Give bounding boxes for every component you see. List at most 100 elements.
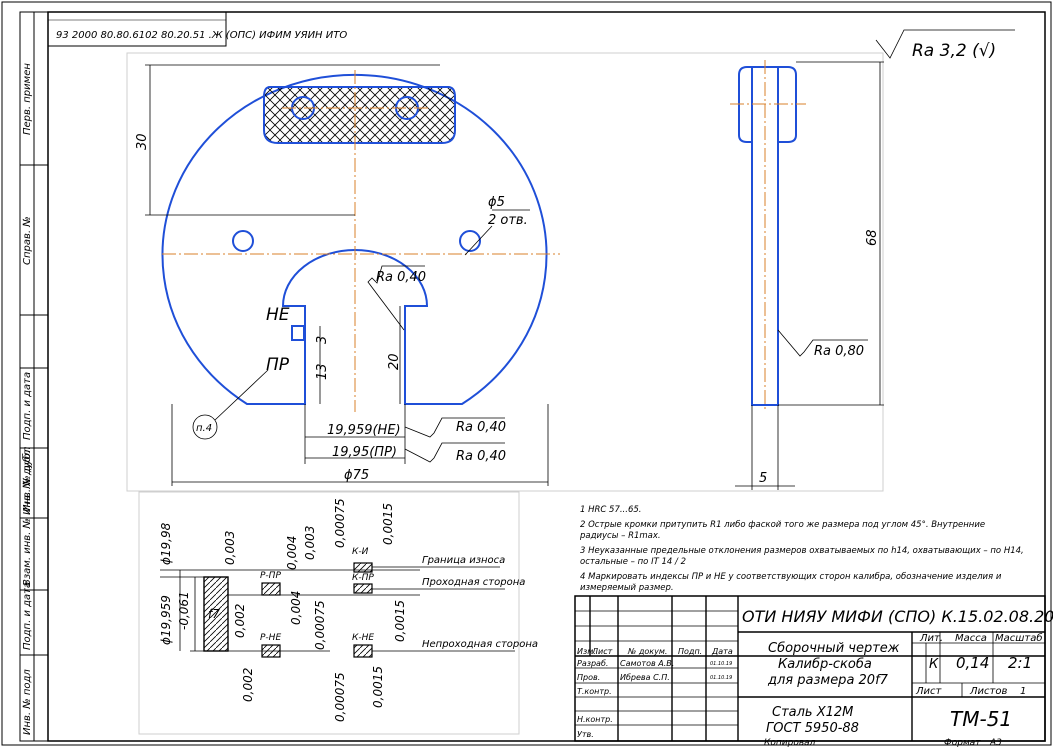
razrab-date: 01.10.19 xyxy=(710,661,732,667)
format-label: Формат xyxy=(944,738,981,747)
caption-neprohodnaya: Непроходная сторона xyxy=(422,639,538,650)
lit-header: Лит. xyxy=(919,633,943,644)
note-line: остальные – по IT 14 / 2 xyxy=(580,557,686,567)
ra-080: Ra 0,80 xyxy=(814,344,864,359)
margin-podp-data-top: Подп. и дата xyxy=(22,372,33,440)
mass-value: 0,14 xyxy=(956,654,989,672)
dim-30: 30 xyxy=(135,133,150,150)
row-tkontr: Т.контр. xyxy=(577,687,612,696)
sheets-header: Листов xyxy=(969,686,1007,697)
dim-75: ϕ75 xyxy=(344,468,369,483)
note-line: 2 Острые кромки притупить R1 либо фаской… xyxy=(580,520,985,530)
ra-040-inner: Ra 0,40 xyxy=(376,270,426,285)
side-view: 68 Ra 0,80 5 xyxy=(730,60,884,490)
dia-19959: ϕ19,959 xyxy=(159,595,173,645)
prov-date: 01.10.19 xyxy=(710,675,732,681)
title-line-1: Сборочный чертеж xyxy=(768,641,900,656)
tolerance-diagram: f7 ϕ19,98 ϕ19,959 -0,061 Р-ПР Р-НЕ К-И К… xyxy=(138,491,538,735)
v-0003-b: 0,003 xyxy=(303,526,317,560)
top-stamp-text: 93 2000 80.80.6102 80.20.51 .Ж (ОПС) ИФИ… xyxy=(56,30,347,41)
gauge-outline xyxy=(161,73,548,405)
note-line: 4 Маркировать индексы ПР и НЕ у соответс… xyxy=(580,572,1002,582)
lit-value: К xyxy=(929,657,939,672)
format-value: А3 xyxy=(989,738,1002,747)
k-ne-label: К-НЕ xyxy=(352,633,374,643)
general-roughness: Ra 3,2 (√) xyxy=(875,29,1015,61)
roughness-general-text: Ra 3,2 (√) xyxy=(912,41,996,61)
v-0015-mid: 0,0015 xyxy=(393,600,407,642)
org-code: ТМ-51 xyxy=(950,707,1012,731)
row-razrab: Разраб. xyxy=(577,659,608,668)
hole-right xyxy=(459,230,481,252)
note-line: 3 Неуказанные предельные отклонения разм… xyxy=(580,546,1024,556)
dim-68: 68 xyxy=(865,229,880,246)
margin-inv-dubl: Инв. № дубл xyxy=(21,446,33,512)
dim-3: 3 xyxy=(315,336,330,344)
ra-040-a: Ra 0,40 xyxy=(456,420,506,435)
col-izm: Изм. xyxy=(577,647,596,656)
dim-20: 20 xyxy=(387,353,402,370)
dia-1998: ϕ19,98 xyxy=(159,522,173,565)
col-doc: № докум. xyxy=(627,647,667,656)
dim-5: 5 xyxy=(759,471,767,486)
top-stamp: 93 2000 80.80.6102 80.20.51 .Ж (ОПС) ИФИ… xyxy=(47,11,347,47)
row-prov: Пров. xyxy=(577,673,600,682)
margin-vzam-inv: Взам. инв. № Инв. № дубл xyxy=(21,449,33,586)
col-list: Лист xyxy=(591,647,613,656)
k-i-label: К-И xyxy=(352,547,369,557)
handle-hatched xyxy=(263,86,456,144)
left-margin-column: Перв. примен Справ. № Подп. и дата Инв. … xyxy=(19,11,49,742)
hole-diameter: ϕ5 xyxy=(488,195,505,210)
margin-inv-podl: Инв. № подл xyxy=(22,669,33,735)
scale-header: Масштаб xyxy=(995,632,1043,644)
mass-header: Масса xyxy=(955,633,987,644)
title-block: ОТИ НИЯУ МИФИ (СПО) К.15.02.08.2019.08.0… xyxy=(574,595,1053,742)
row-nkontr: Н.контр. xyxy=(577,715,613,724)
v-0015-low: 0,0015 xyxy=(371,666,385,708)
view-frame xyxy=(126,52,884,492)
razrab-name: Самотов А.В. xyxy=(620,659,674,668)
label-pr: ПР xyxy=(266,355,290,375)
material-line-2: ГОСТ 5950-88 xyxy=(766,721,859,736)
r-pr-label: Р-ПР xyxy=(260,571,281,581)
title-line-3: для размера 20f7 xyxy=(767,673,889,688)
dim-pr: 19,95(ПР) xyxy=(332,445,397,460)
col-podp: Подп. xyxy=(678,647,702,656)
caption-granitsa: Граница износа xyxy=(422,555,505,566)
material-line-1: Сталь Х12М xyxy=(772,705,853,720)
v-0004-mid: 0,004 xyxy=(289,591,303,625)
sheet-header: Лист xyxy=(915,686,943,697)
v-0004-top: 0,004 xyxy=(285,536,299,570)
note-line: измеряемый размер. xyxy=(580,583,674,593)
v-00075-mid: 0,00075 xyxy=(313,600,327,650)
technical-notes: 1 HRC 57...65.2 Острые кромки притупить … xyxy=(579,505,1024,593)
dim-13: 13 xyxy=(315,363,330,380)
k-pr-label: К-ПР xyxy=(352,573,374,583)
caption-prohodnaya: Проходная сторона xyxy=(422,577,525,588)
hole-left xyxy=(232,230,254,252)
row-utv: Утв. xyxy=(577,730,594,739)
margin-sprav-no: Справ. № xyxy=(22,216,33,265)
dev-0061: -0,061 xyxy=(177,591,191,630)
v-0015-top: 0,0015 xyxy=(381,503,395,545)
ra-040-b: Ra 0,40 xyxy=(456,449,506,464)
r-ne-label: Р-НЕ xyxy=(260,633,281,643)
hole-count: 2 отв. xyxy=(488,213,528,228)
callout-p4: п.4 xyxy=(196,423,212,434)
sheets-value: 1 xyxy=(1020,686,1026,697)
copied-label: Копировал xyxy=(764,738,816,747)
margin-podp-data: Подп. и дата xyxy=(22,582,33,650)
v-0003: 0,003 xyxy=(223,531,237,565)
f7-label: f7 xyxy=(208,607,220,621)
v-00075-low: 0,00075 xyxy=(333,672,347,722)
label-ne: НЕ xyxy=(266,305,290,325)
front-view: 30 ϕ5 2 отв. Ra 0,40 НЕ ПР 3 13 20 п.4 1… xyxy=(135,64,560,486)
v-0002-left: 0,002 xyxy=(233,604,247,638)
prov-name: Ибрева С.П. xyxy=(620,673,670,682)
title-line-2: Калибр-скоба xyxy=(778,657,872,672)
note-line: радиусы – R1max. xyxy=(579,531,661,541)
scale-value: 2:1 xyxy=(1008,654,1032,672)
dim-ne: 19,959(НЕ) xyxy=(327,423,401,438)
